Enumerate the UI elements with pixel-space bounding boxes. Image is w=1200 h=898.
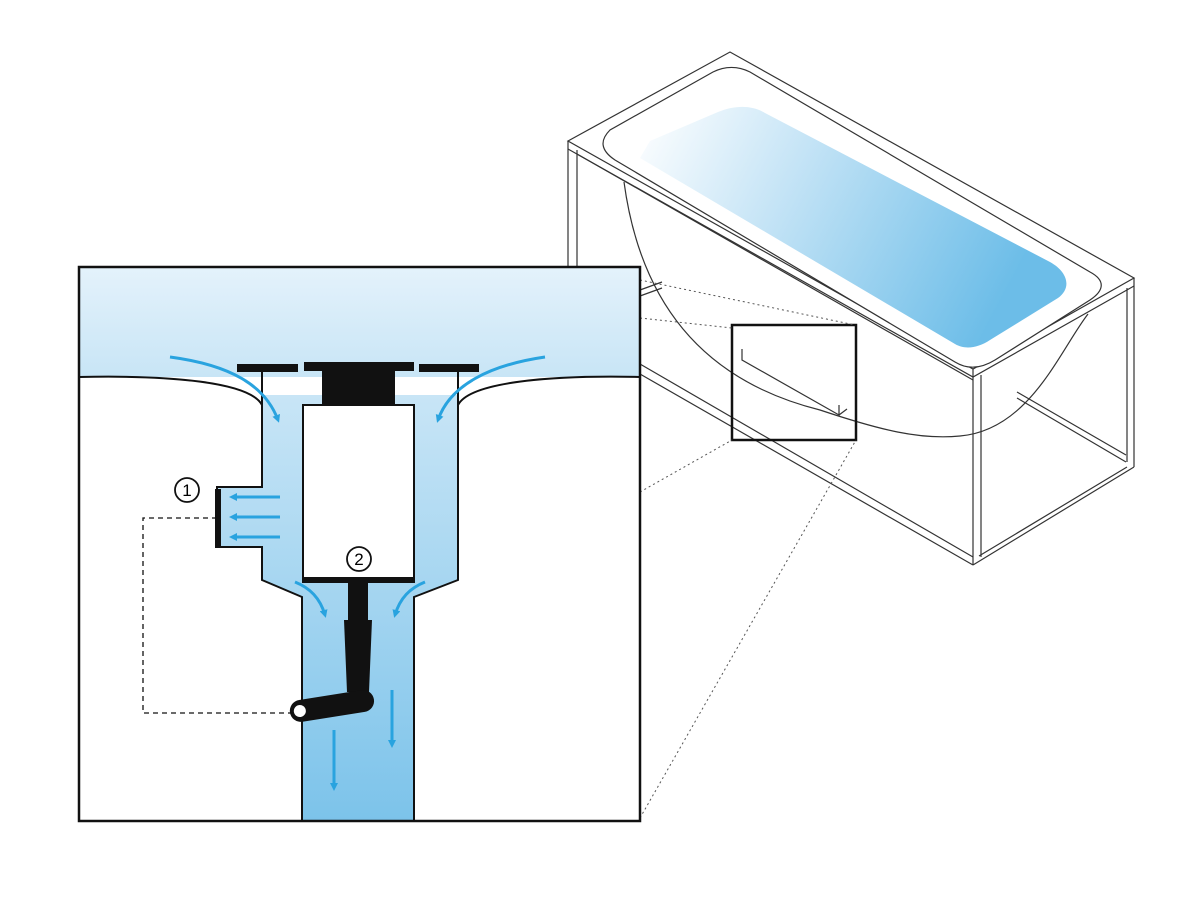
frame-right-post — [1126, 278, 1135, 467]
drain-grate-left — [237, 364, 298, 372]
tub-water-layer — [79, 267, 640, 377]
drain-channel-outline — [741, 349, 848, 417]
drain-detail-panel: 1 2 — [77, 265, 642, 823]
drain-grate-right — [419, 364, 479, 372]
tub-floor-left — [78, 375, 303, 822]
bathtub-illustration — [566, 51, 1136, 819]
valve-plate — [302, 577, 415, 583]
tub-basin — [623, 181, 1089, 438]
overflow-sensor-icon — [215, 489, 221, 548]
frame-right-bottom — [972, 466, 1135, 566]
signal-line — [142, 517, 293, 714]
tub-water — [640, 106, 1067, 348]
frame-front-bottom — [639, 363, 974, 566]
frame-left-post — [567, 141, 578, 267]
label-sensor-text: 1 — [182, 481, 191, 500]
tub-floor-right — [413, 375, 641, 822]
drain-plug-cap — [322, 368, 395, 406]
valve-piston — [344, 620, 372, 692]
detail-frame — [77, 265, 642, 823]
label-sensor: 1 — [174, 477, 200, 503]
flow-arrow-icon — [169, 355, 546, 791]
valve-stem — [348, 583, 368, 623]
detail-highlight-box — [730, 323, 858, 442]
frame-back-bottom — [1016, 391, 1127, 463]
drain-grate-center — [304, 362, 414, 371]
label-valve-text: 2 — [354, 550, 363, 569]
drain-lever — [289, 690, 375, 722]
frame-front-post — [972, 369, 982, 565]
label-valve: 2 — [346, 546, 372, 572]
